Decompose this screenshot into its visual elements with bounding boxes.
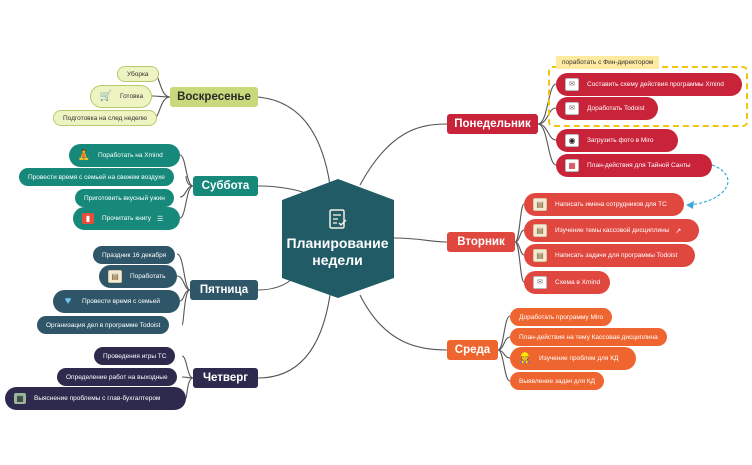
person-icon: 👷 <box>518 352 532 364</box>
thursday-item-label: Выяснение проблемы с глав-бухгалтером <box>34 395 161 402</box>
monday-item-label: Загрузить фото в Miro <box>587 137 654 144</box>
shopping-cart-icon: 🛒 <box>99 90 113 102</box>
boundary-callout-label: поработать с Фин-директором <box>562 59 654 66</box>
monday-item[interactable]: ✉ Доработать Todoist <box>556 97 658 120</box>
link-center-sunday <box>257 96 331 186</box>
tuesday-item-label: Изучение темы кассовой дисциплины <box>555 227 670 234</box>
arrow-head-icon <box>686 201 694 209</box>
monday-item-label: Доработать Todoist <box>587 105 645 112</box>
person-icon: 🧘 <box>77 149 91 161</box>
thursday-item[interactable]: Определение работ на выходные <box>57 368 177 386</box>
thursday-item-label: Определение работ на выходные <box>66 373 168 381</box>
wednesday-item[interactable]: План-действия на тему Кассовая дисциплин… <box>510 328 667 346</box>
wednesday-item-label: Доработать программу Miro <box>519 313 604 321</box>
boundary-callout[interactable]: поработать с Фин-директором <box>556 56 660 69</box>
tuesday-item-label: Написать задачи для программы Todoist <box>555 252 678 259</box>
branch-tuesday[interactable]: Вторник <box>447 232 515 252</box>
link-center-wednesday <box>359 294 448 351</box>
mail-icon: ✉ <box>565 78 579 91</box>
task-icon: ▤ <box>533 198 547 211</box>
tuesday-item-label: Написать имена сотрудников для ТС <box>555 201 667 208</box>
thursday-item[interactable]: ▦ Выяснение проблемы с глав-бухгалтером <box>5 387 186 410</box>
task-icon: ▤ <box>108 270 122 283</box>
friday-item-label: Провести время с семьей <box>82 298 161 305</box>
branch-sunday[interactable]: Воскресенье <box>170 87 258 107</box>
branch-wednesday[interactable]: Среда <box>447 340 498 360</box>
calendar-icon: ▦ <box>565 159 579 172</box>
calculator-icon: ▦ <box>14 393 26 404</box>
checklist-document-icon <box>328 208 347 229</box>
thursday-item[interactable]: Проведения игры ТС <box>94 347 176 365</box>
saturday-item[interactable]: ▮ Прочитать книгу ☰ <box>73 207 180 230</box>
mail-icon: ✉ <box>565 102 579 115</box>
saturday-item-label: Прочитать книгу <box>102 215 152 222</box>
wednesday-item-label: Выявление задач для КД <box>519 377 596 385</box>
mail-icon: ✉ <box>533 276 547 289</box>
task-icon: ▤ <box>533 224 547 237</box>
thursday-item-label: Проведения игры ТС <box>103 352 167 360</box>
sunday-item[interactable]: Уборка <box>117 66 159 82</box>
heart-icon: ♥ <box>64 295 72 307</box>
central-topic[interactable]: Планирование недели <box>281 179 394 298</box>
saturday-item-label: Поработать на Xmind <box>98 152 163 159</box>
external-link-icon[interactable]: ↗ <box>675 227 682 235</box>
friday-item-label: Организация дел в программе Todoist <box>46 321 161 329</box>
central-topic-line1: Планирование <box>286 234 389 251</box>
friday-item-label: Праздник 16 декабря <box>102 251 167 259</box>
saturday-item-label: Провести время с семьей на свежем воздух… <box>28 173 165 181</box>
center-hexagon <box>282 179 394 298</box>
sunday-item-label: Подготовка на след неделю <box>63 114 148 122</box>
branch-saturday[interactable]: Суббота <box>193 176 258 196</box>
tuesday-item[interactable]: ▤ Написать задачи для программы Todoist <box>524 244 695 267</box>
branch-friday[interactable]: Пятница <box>190 280 258 300</box>
friday-item[interactable]: Праздник 16 декабря <box>93 246 176 264</box>
task-icon: ▤ <box>533 249 547 262</box>
book-icon: ▮ <box>82 213 94 224</box>
link-center-tuesday <box>393 237 448 243</box>
link-center-thursday <box>257 294 331 379</box>
friday-item-label: Поработать <box>130 273 166 280</box>
monday-item-label: Составить схему действия программы Xmind <box>587 81 724 88</box>
wednesday-item[interactable]: Доработать программу Miro <box>510 308 613 326</box>
friday-item[interactable]: ♥ Провести время с семьей <box>53 290 180 313</box>
tuesday-item-label: Схема в Xmind <box>555 279 601 286</box>
relationship-arrow <box>689 164 729 206</box>
wednesday-item[interactable]: 👷 Изучение проблем для КД <box>510 347 636 370</box>
saturday-item[interactable]: 🧘 Поработать на Xmind <box>69 144 180 167</box>
link-center-monday <box>359 123 448 186</box>
notes-icon: ☰ <box>157 215 164 223</box>
wednesday-item-label: Изучение проблем для КД <box>539 355 619 362</box>
monday-item[interactable]: ▦ План-действия для Тайной Санты <box>556 154 712 177</box>
tuesday-item[interactable]: ▤ Написать имена сотрудников для ТС <box>524 193 684 216</box>
tuesday-item[interactable]: ▤ Изучение темы кассовой дисциплины ↗ <box>524 219 699 242</box>
friday-item[interactable]: ▤ Поработать <box>99 265 177 288</box>
sunday-item-label: Готовка <box>120 93 144 100</box>
monday-item[interactable]: ◉ Загрузить фото в Miro <box>556 129 678 152</box>
saturday-item-label: Приготовить вкусный ужин <box>84 194 165 202</box>
camera-icon: ◉ <box>565 134 579 147</box>
branch-monday[interactable]: Понедельник <box>447 114 538 134</box>
wednesday-item-label: План-действия на тему Кассовая дисциплин… <box>519 333 658 341</box>
branch-thursday[interactable]: Четверг <box>193 368 258 388</box>
sunday-item[interactable]: Подготовка на след неделю <box>53 110 158 126</box>
sunday-item-label: Уборка <box>127 70 149 78</box>
tuesday-item[interactable]: ✉ Схема в Xmind <box>524 271 610 294</box>
monday-item-label: План-действия для Тайной Санты <box>587 162 691 169</box>
friday-item[interactable]: Организация дел в программе Todoist <box>37 316 170 334</box>
saturday-item[interactable]: Провести время с семьей на свежем воздух… <box>19 168 174 186</box>
wednesday-item[interactable]: Выявление задач для КД <box>510 372 605 390</box>
sunday-item[interactable]: 🛒 Готовка <box>90 85 152 108</box>
saturday-item[interactable]: Приготовить вкусный ужин <box>75 189 174 207</box>
monday-item[interactable]: ✉ Составить схему действия программы Xmi… <box>556 73 742 96</box>
central-topic-line2: недели <box>312 251 363 268</box>
